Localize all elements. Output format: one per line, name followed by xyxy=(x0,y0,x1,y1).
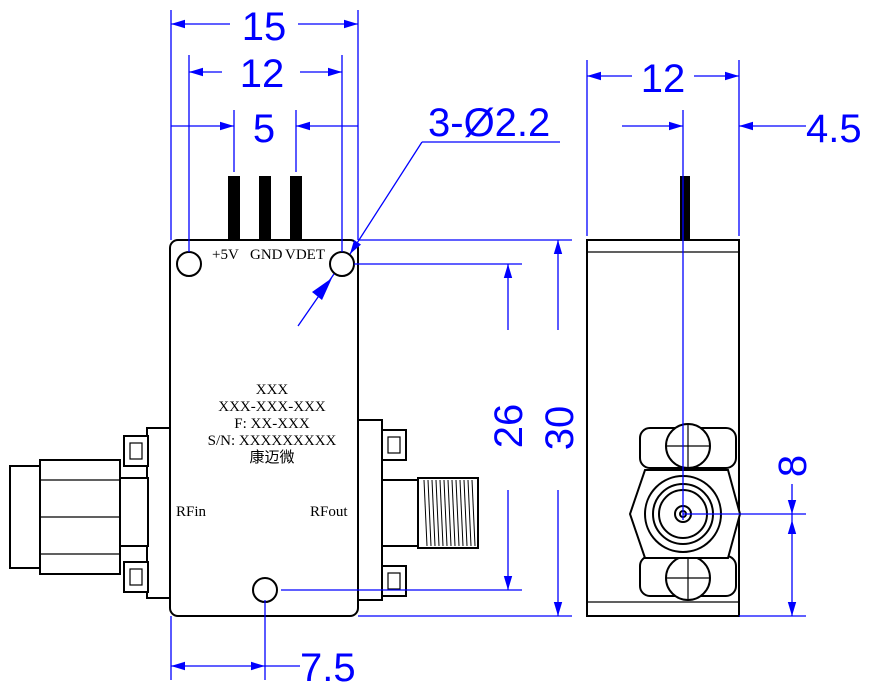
side-view-dimensions: 12 4.5 8 xyxy=(586,57,862,617)
label-gnd: GND xyxy=(250,247,283,263)
dim-side-width: 12 xyxy=(641,57,686,101)
thread-line xyxy=(471,479,476,547)
label-frequency: F: XX-XXX xyxy=(234,416,310,432)
thread-line xyxy=(431,479,436,547)
label-model: XXX xyxy=(256,382,289,398)
dim-side-offset: 4.5 xyxy=(806,107,862,151)
thread-lines xyxy=(423,479,476,547)
thread-line xyxy=(455,479,460,547)
dim-overall-height: 30 xyxy=(538,406,582,451)
thread-line xyxy=(463,479,468,547)
thread-line xyxy=(447,479,452,547)
thread-line xyxy=(423,479,428,547)
dim-connector-height: 8 xyxy=(771,455,815,477)
thread-line xyxy=(467,479,472,547)
front-view-dimensions: 15 12 5 3-Ø2.2 26 30 7.5 xyxy=(170,5,582,690)
label-serial: S/N: XXXXXXXXX xyxy=(208,433,337,449)
mounting-hole-bottom xyxy=(252,577,278,603)
module-body xyxy=(169,239,359,617)
side-pin xyxy=(680,176,690,240)
thread-line xyxy=(451,479,456,547)
thread-line xyxy=(427,479,432,547)
dim-overall-width: 15 xyxy=(242,5,287,49)
rf-out-connector xyxy=(357,419,479,601)
dim-hole-spacing: 12 xyxy=(240,52,285,96)
pin-gnd xyxy=(259,176,271,240)
thread-line xyxy=(435,479,440,547)
mounting-hole-top-right xyxy=(329,251,355,277)
label-vcc: +5V xyxy=(212,247,239,263)
label-brand: 康迈微 xyxy=(249,449,294,466)
dim-hole-vertical: 26 xyxy=(487,404,531,449)
label-rf-in: RFin xyxy=(176,504,207,520)
label-rf-out: RFout xyxy=(310,504,348,520)
rf-in-connector xyxy=(9,427,172,599)
pin-vdet xyxy=(290,176,302,240)
label-part-number: XXX-XXX-XXX xyxy=(218,399,326,415)
front-view: +5V GND VDET XXX XXX-XXX-XXX F: XX-XXX S… xyxy=(9,176,479,617)
dim-hole-callout: 3-Ø2.2 xyxy=(428,101,550,145)
thread-line xyxy=(459,479,464,547)
pin-vcc xyxy=(228,176,240,240)
side-view xyxy=(586,176,742,617)
thread-line xyxy=(439,479,444,547)
label-vdet: VDET xyxy=(285,247,325,263)
thread-line xyxy=(443,479,448,547)
mounting-hole-top-left xyxy=(176,251,202,277)
dim-bottom-hole-offset: 7.5 xyxy=(300,646,356,690)
dim-pin-spacing: 5 xyxy=(253,107,275,151)
